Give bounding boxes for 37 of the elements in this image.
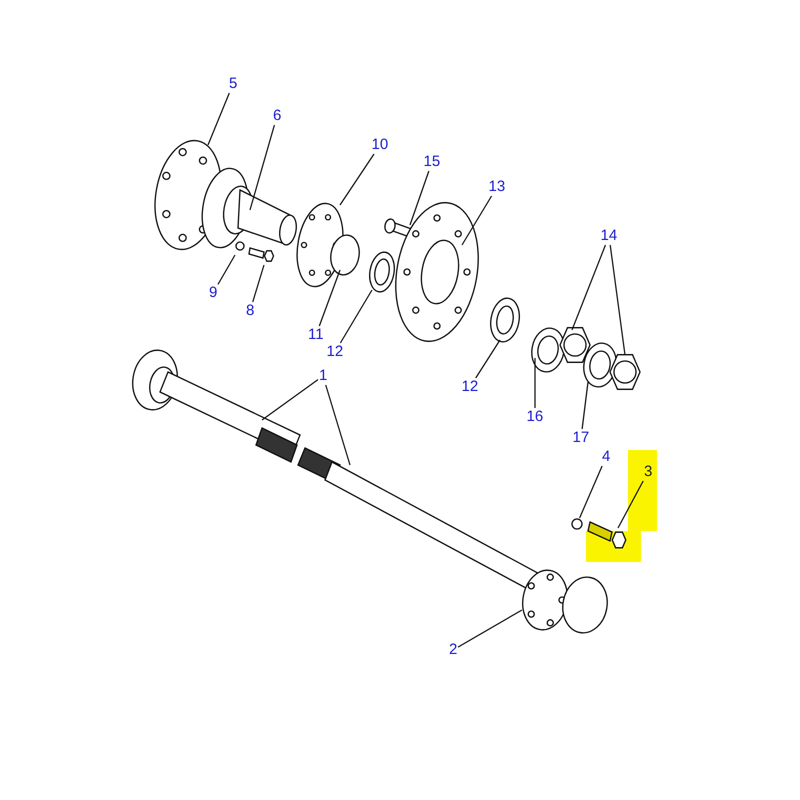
callout-number: 1 bbox=[319, 368, 328, 384]
callout-number: 10 bbox=[372, 137, 388, 153]
callout-number: 14 bbox=[600, 228, 618, 244]
callout-number: 3 bbox=[644, 464, 652, 480]
leader-line bbox=[571, 244, 606, 330]
leader-line bbox=[340, 154, 374, 206]
leader-line bbox=[249, 124, 275, 210]
callout-number: 17 bbox=[572, 430, 590, 446]
leader-line bbox=[325, 384, 351, 466]
callout-number: 9 bbox=[209, 285, 218, 301]
callout-number: 6 bbox=[273, 108, 282, 124]
callout-number: 5 bbox=[229, 76, 238, 92]
callout-number: 12 bbox=[462, 379, 478, 395]
callout-number: 16 bbox=[526, 409, 544, 425]
leader-line bbox=[475, 340, 500, 378]
leader-line bbox=[318, 270, 341, 326]
leader-line bbox=[409, 170, 430, 226]
callout-number: 11 bbox=[308, 327, 324, 343]
leader-line bbox=[461, 196, 492, 246]
leader-line bbox=[207, 92, 230, 146]
leader-line bbox=[262, 379, 318, 420]
callout-number: 13 bbox=[488, 179, 506, 195]
leader-line bbox=[534, 358, 536, 408]
leader-line bbox=[340, 290, 373, 344]
leader-line bbox=[617, 480, 644, 528]
callout-number: 15 bbox=[424, 154, 440, 170]
callout-number: 2 bbox=[449, 642, 458, 658]
leader-line bbox=[217, 254, 236, 285]
washer bbox=[571, 518, 583, 530]
leader-line bbox=[582, 382, 589, 430]
callout-number: 12 bbox=[326, 344, 344, 360]
callout-number: 4 bbox=[602, 449, 610, 465]
callout-number: 8 bbox=[246, 303, 254, 319]
leader-line bbox=[610, 244, 626, 356]
leader-line bbox=[252, 264, 265, 302]
leader-line bbox=[458, 609, 522, 648]
leader-line bbox=[579, 466, 603, 518]
